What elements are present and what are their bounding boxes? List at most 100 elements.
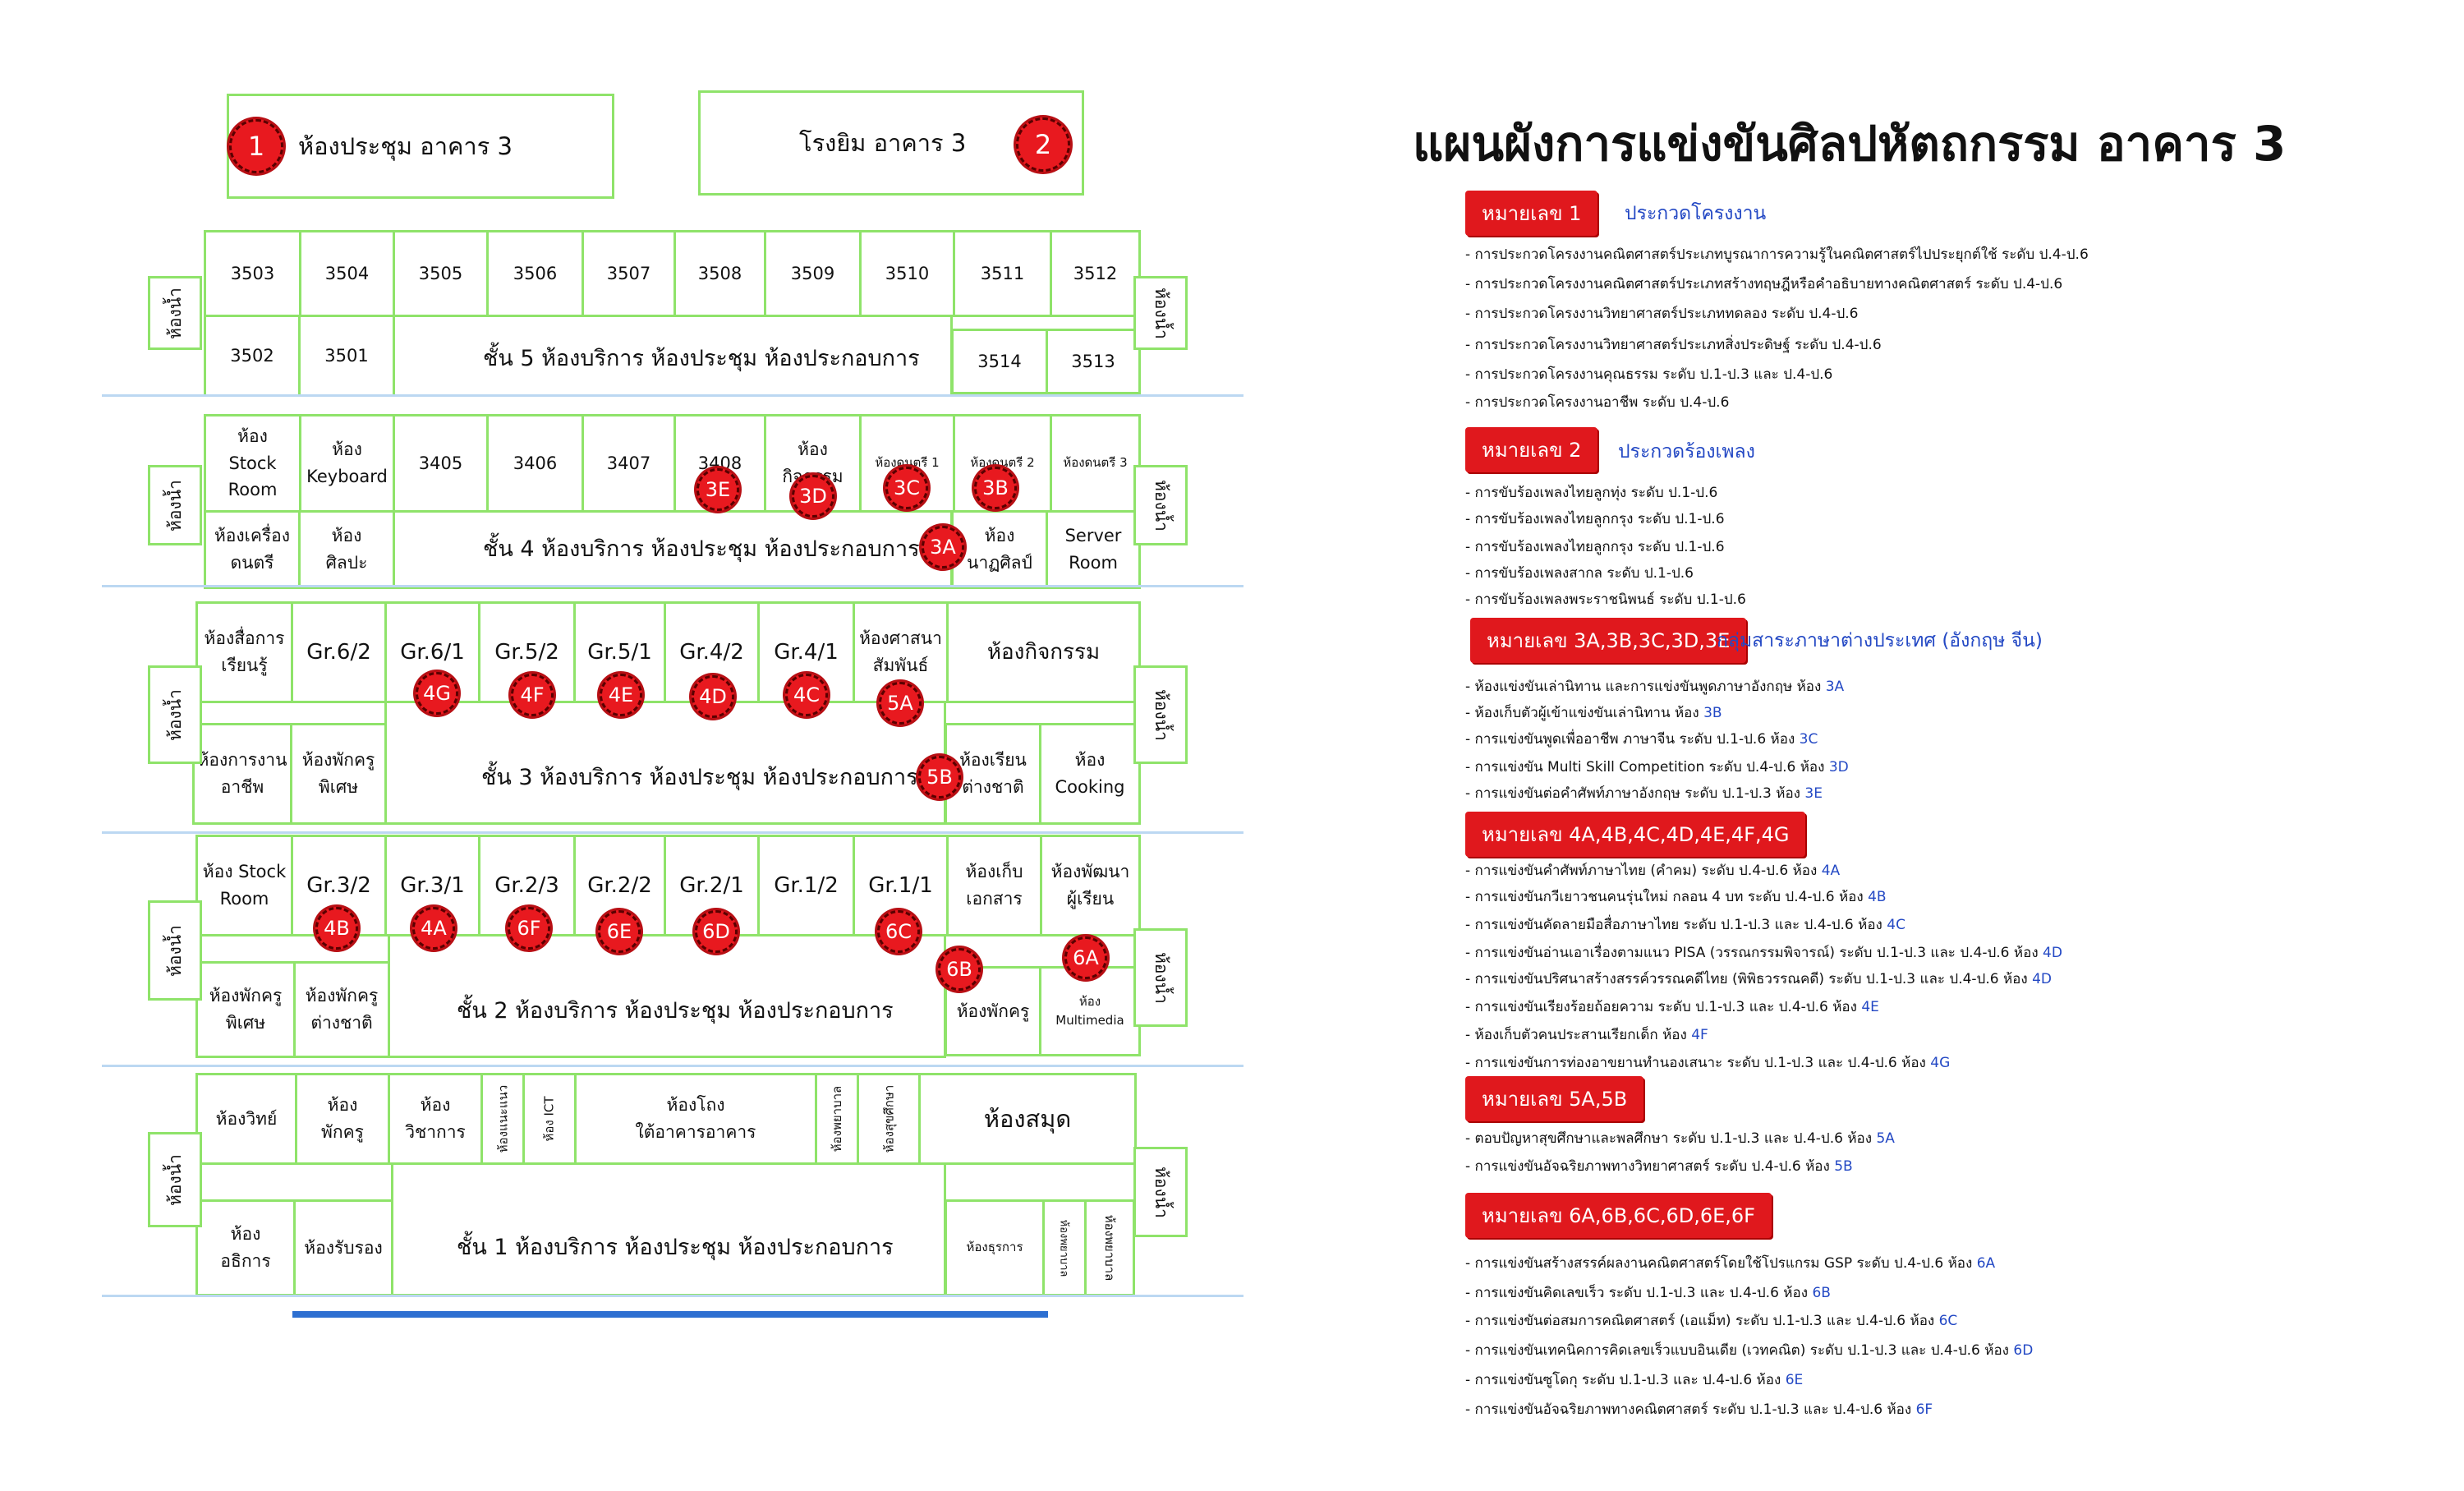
legend-item: - การประกวดโครงงานวิทยาศาสตร์ประเภททดลอง… <box>1465 302 1859 324</box>
legend-item-room: 4C <box>1887 917 1905 933</box>
room-f4-bl0: ห้องเครื่อง ดนตรี <box>204 510 301 589</box>
legend-item: - การแข่งขันซูโดกุ ระดับ ป.1-ป.3 และ ป.4… <box>1465 1369 1803 1391</box>
legend-item: - การแข่งขัน Multi Skill Competition ระด… <box>1465 756 1849 778</box>
badge-3b: 3B <box>974 467 1017 509</box>
legend-item-text: - การขับร้องเพลงสากล ระดับ ป.1-ป.6 <box>1465 565 1694 582</box>
badge-6a: 6A <box>1064 936 1107 979</box>
badge-2: 2 <box>1016 117 1070 172</box>
room-f1-director: ห้อง อธิการ <box>195 1199 296 1296</box>
room-f2-br1: ห้อง Multimedia <box>1039 966 1141 1056</box>
badge-3a: 3A <box>922 526 964 568</box>
legend-item: - การแข่งขันอ่านเอาเรื่องตามแนว PISA (วร… <box>1465 941 2062 964</box>
badge-3e: 3E <box>696 468 739 511</box>
badge-3d: 3D <box>792 475 834 518</box>
legend-item: - การแข่งขันคัดลายมือสื่อภาษาไทย ระดับ ป… <box>1465 913 1905 936</box>
room-f2-0: ห้อง Stock Room <box>195 835 293 936</box>
badge-6e: 6E <box>598 910 641 953</box>
room-f4-br0: ห้อง นาฏศิลป์ <box>951 510 1048 589</box>
room-f1-narrow4 <box>857 1073 921 1165</box>
legend-tag-4: หมายเลข 5A,5B <box>1465 1076 1644 1121</box>
legend-item: - การแข่งขันพูดเพื่ออาชีพ ภาษาจีน ระดับ … <box>1465 728 1818 750</box>
legend-item-text: - การแข่งขันพูดเพื่ออาชีพ ภาษาจีน ระดับ … <box>1465 731 1800 748</box>
legend-item-text: - ตอบปัญหาสุขศึกษาและพลศึกษา ระดับ ป.1-ป… <box>1465 1130 1877 1147</box>
room-3505: 3505 <box>393 230 489 317</box>
corridor-f3 <box>384 701 946 825</box>
room-3504: 3504 <box>299 230 395 317</box>
badge-6f: 6F <box>508 907 550 950</box>
legend-tag-0: หมายเลข 1 <box>1465 191 1598 236</box>
legend-item-text: - การแข่งขันอัจฉริยภาพทางวิทยาศาสตร์ ระด… <box>1465 1158 1835 1175</box>
legend-item: - การแข่งขันอัจฉริยภาพทางวิทยาศาสตร์ ระด… <box>1465 1155 1853 1177</box>
restroom-left-f2 <box>148 900 202 1001</box>
legend-item: - การขับร้องเพลงไทยลูกทุ่ง ระดับ ป.1-ป.6 <box>1465 481 1717 504</box>
badge-4g: 4G <box>416 672 458 715</box>
legend-item: - การประกวดโครงงานวิทยาศาสตร์ประเภทสิ่งป… <box>1465 334 1882 356</box>
badge-1: 1 <box>229 119 283 173</box>
legend-item-room: 4E <box>1861 999 1879 1015</box>
badge-6b: 6B <box>938 948 981 991</box>
room-3503: 3503 <box>204 230 301 317</box>
floor2-banner: ชั้น 2 ห้องบริการ ห้องประชุม ห้องประกอบก… <box>457 998 894 1024</box>
building-base-line <box>292 1311 1048 1318</box>
room-f4-3: 3406 <box>486 414 584 513</box>
restroom-right-f2 <box>1133 928 1188 1027</box>
legend-category-0: ประกวดโครงงาน <box>1625 203 1767 224</box>
restroom-left-label-f1: ห้องน้ำ <box>164 1153 185 1206</box>
legend-item: - การประกวดโครงงานคณิตศาสตร์ประเภทบูรณาก… <box>1465 243 2089 265</box>
restroom-left-f5 <box>148 276 202 350</box>
legend-item-text: - การแข่งขันการท่องอาขยานทำนองเสนาะ ระดั… <box>1465 1055 1931 1071</box>
room-f2-6: Gr.1/2 <box>757 835 855 936</box>
room-f1-guidance-label: ห้องแนะแนว <box>495 1084 511 1153</box>
badge-4e: 4E <box>600 674 642 716</box>
legend-item-text: - การประกวดโครงงานวิทยาศาสตร์ประเภททดลอง… <box>1465 306 1859 322</box>
legend-item-text: - การประกวดโครงงานอาชีพ ระดับ ป.4-ป.6 <box>1465 394 1730 411</box>
legend-item: - ห้องแข่งขันเล่านิทาน และการแข่งขันพูดภ… <box>1465 675 1844 697</box>
restroom-right-f1 <box>1133 1147 1188 1237</box>
legend-item-room: 3A <box>1825 679 1845 695</box>
legend-item: - ห้องเก็บตัวผู้เข้าแข่งขันเล่านิทาน ห้อ… <box>1465 702 1722 724</box>
legend-item-text: - การแข่งขันอัจฉริยภาพทางคณิตศาสตร์ ระดั… <box>1465 1401 1916 1418</box>
legend-item-room: 3C <box>1799 731 1818 748</box>
legend-tag-5: หมายเลข 6A,6B,6C,6D,6E,6F <box>1465 1193 1772 1238</box>
legend-item-text: - การแข่งขันเทคนิคการคิดเลขเร็วแบบอินเดี… <box>1465 1342 2014 1359</box>
restroom-left-label-f3: ห้องน้ำ <box>164 688 185 741</box>
floor3-banner: ชั้น 3 ห้องบริการ ห้องประชุม ห้องประกอบก… <box>481 765 918 790</box>
legend-item-text: - การแข่งขันคิดเลขเร็ว ระดับ ป.1-ป.3 และ… <box>1465 1285 1813 1301</box>
room-3512: 3512 <box>1050 230 1141 317</box>
restroom-right-f3 <box>1133 665 1188 764</box>
room-f3-1: Gr.6/2 <box>291 601 387 703</box>
legend-item-text: - การแข่งขันซูโดกุ ระดับ ป.1-ป.3 และ ป.4… <box>1465 1372 1786 1388</box>
legend-tag-2: หมายเลข 3A,3B,3C,3D,3E <box>1470 618 1747 663</box>
badge-4f: 4F <box>511 674 554 716</box>
legend-category-2: กลุ่มสาระภาษาต่างประเทศ (อังกฤษ จีน) <box>1717 630 2043 651</box>
legend-item-room: 3E <box>1804 785 1823 802</box>
restroom-left-label-f5: ห้องน้ำ <box>164 287 185 339</box>
legend-item-text: - การขับร้องเพลงไทยลูกกรุง ระดับ ป.1-ป.6 <box>1465 539 1725 555</box>
corridor-f4 <box>393 510 953 589</box>
legend-item: - การแข่งขันกวีเยาวชนคนรุ่นใหม่ กลอน 4 บ… <box>1465 886 1887 908</box>
legend-item: - การประกวดโครงงานอาชีพ ระดับ ป.4-ป.6 <box>1465 391 1729 413</box>
legend-item: - การแข่งขันเทคนิคการคิดเลขเร็วแบบอินเดี… <box>1465 1339 2033 1361</box>
badge-6c: 6C <box>877 910 920 953</box>
room-f4-1: ห้อง Keyboard <box>299 414 395 513</box>
room-3508: 3508 <box>673 230 766 317</box>
legend-item-room: 5B <box>1834 1158 1853 1175</box>
room-f4-4: 3407 <box>582 414 676 513</box>
room-f1-br-narrow2-label: ห้องพยาบาล <box>1102 1214 1117 1282</box>
badge-5a: 5A <box>879 682 922 725</box>
room-f4-bl1: ห้อง ศิลปะ <box>298 510 395 589</box>
legend-item-text: - การประกวดโครงงานคณิตศาสตร์ประเภทบูรณาก… <box>1465 246 2089 263</box>
legend-item-room: 6B <box>1812 1285 1831 1301</box>
legend-item: - การแข่งขันต่อคำศัพท์ภาษาอังกฤษ ระดับ ป… <box>1465 782 1823 804</box>
restroom-right-label-f4: ห้องน้ำ <box>1151 479 1171 532</box>
legend-item-room: 4G <box>1930 1055 1951 1071</box>
legend-item-text: - การขับร้องเพลงไทยลูกกรุง ระดับ ป.1-ป.6 <box>1465 511 1725 527</box>
floor-divider-5 <box>102 394 1243 397</box>
legend-item-room: 6D <box>2013 1342 2034 1359</box>
restroom-left-f4 <box>148 465 202 545</box>
legend-item-text: - ห้องแข่งขันเล่านิทาน และการแข่งขันพูดภ… <box>1465 679 1826 695</box>
restroom-left-label-f2: ห้องน้ำ <box>164 924 185 977</box>
room-f4-br1: Server Room <box>1046 510 1141 589</box>
floor1-banner: ชั้น 1 ห้องบริการ ห้องประชุม ห้องประกอบก… <box>457 1235 894 1260</box>
legend-item: - การขับร้องเพลงสากล ระดับ ป.1-ป.6 <box>1465 562 1694 584</box>
